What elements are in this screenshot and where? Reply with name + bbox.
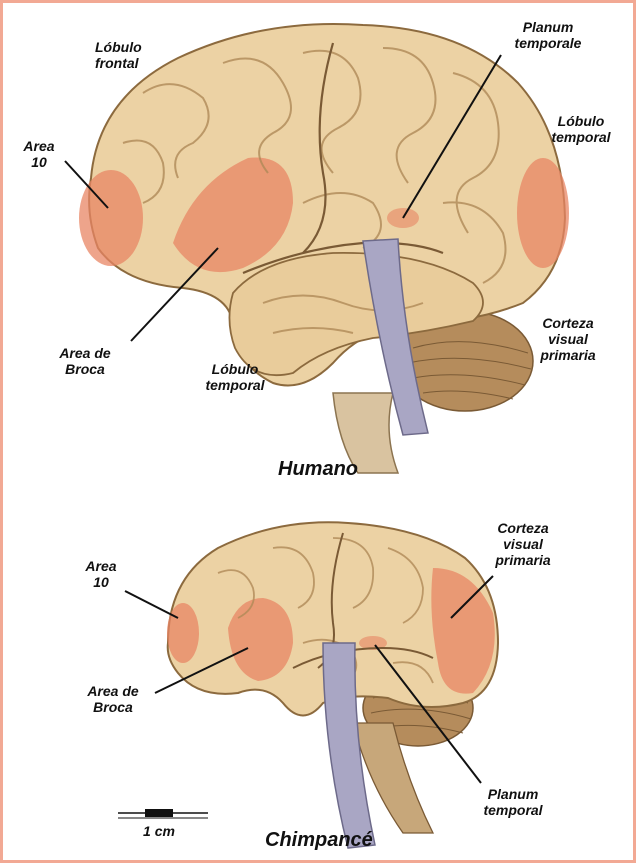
label-lobulo-temporal-right: Lóbulo temporal bbox=[541, 113, 621, 145]
scale-bar bbox=[118, 809, 208, 818]
brain-illustration bbox=[3, 3, 633, 860]
human-visual-region bbox=[517, 158, 569, 268]
label-lobulo-frontal: Lóbulo frontal bbox=[95, 39, 142, 71]
label-human-area-broca: Area de Broca bbox=[45, 345, 125, 377]
scale-label: 1 cm bbox=[135, 823, 183, 839]
human-brain bbox=[79, 24, 569, 473]
chimp-brain bbox=[167, 522, 498, 848]
label-human-area10: Area 10 bbox=[19, 138, 59, 170]
label-chimp-planum: Planum temporal bbox=[473, 786, 553, 818]
label-lobulo-temporal-bottom: Lóbulo temporal bbox=[195, 361, 275, 393]
label-chimp-area-broca: Area de Broca bbox=[73, 683, 153, 715]
title-chimpance: Chimpancé bbox=[265, 829, 373, 852]
title-humano: Humano bbox=[278, 458, 358, 481]
label-chimp-corteza: Corteza visual primaria bbox=[483, 520, 563, 568]
label-chimp-area10: Area 10 bbox=[81, 558, 121, 590]
label-human-planum: Planum temporale bbox=[503, 19, 593, 51]
chimp-area10-leader bbox=[125, 591, 178, 618]
human-area10-region bbox=[79, 170, 143, 266]
label-human-corteza: Corteza visual primaria bbox=[528, 315, 608, 363]
chimp-area10-region bbox=[167, 603, 199, 663]
